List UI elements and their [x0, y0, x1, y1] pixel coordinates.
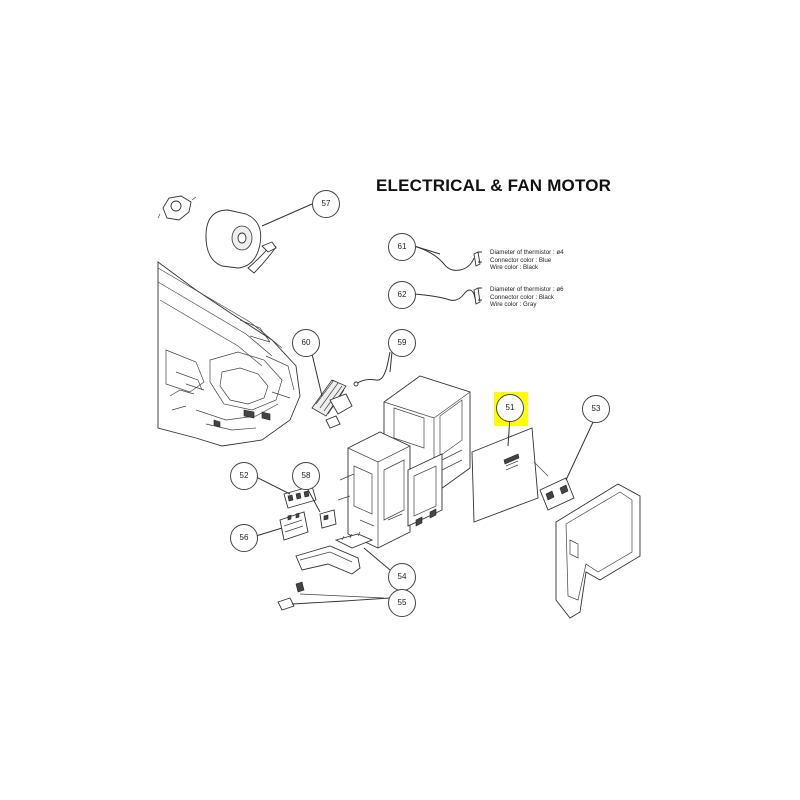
- callout-59[interactable]: 59: [388, 329, 416, 357]
- wire-part-59: [353, 351, 393, 387]
- note-62-diameter: Diameter of thermistor : ø6: [490, 286, 564, 293]
- diagram-title: ELECTRICAL & FAN MOTOR: [376, 176, 612, 195]
- note-62-connector: Connector color : Black: [490, 293, 554, 301]
- callout-55[interactable]: 55: [388, 589, 416, 617]
- louver-part-60: [311, 353, 353, 429]
- callout-57[interactable]: 57: [312, 190, 340, 218]
- fan-motor-part-57: [157, 195, 313, 274]
- thermistor-61-notes: Diameter of thermistor : ø4 Connector co…: [490, 249, 564, 272]
- note-61-wire: Wire color : Black: [490, 264, 539, 272]
- thermistor-62-notes: Diameter of thermistor : ø6 Connector co…: [490, 286, 564, 309]
- pcb-part-51: [471, 415, 539, 523]
- terminal-plate-part-56: [255, 511, 309, 541]
- thermistor-part-62: [413, 287, 482, 305]
- callout-56[interactable]: 56: [230, 524, 258, 552]
- indoor-unit-chassis: [157, 261, 301, 447]
- callout-60[interactable]: 60: [292, 329, 320, 357]
- callout-52[interactable]: 52: [230, 462, 258, 490]
- cover-part-53: [533, 419, 641, 619]
- callout-62[interactable]: 62: [388, 281, 416, 309]
- callout-53[interactable]: 53: [582, 395, 610, 423]
- note-61-diameter: Diameter of thermistor : ø4: [490, 249, 564, 256]
- callout-54[interactable]: 54: [388, 563, 416, 591]
- callout-58[interactable]: 58: [292, 462, 320, 490]
- note-62-wire: Wire color : Gray: [490, 301, 537, 309]
- bracket-part-54: [295, 531, 391, 575]
- thermistor-part-61: [413, 245, 482, 271]
- note-61-connector: Connector color : Blue: [490, 256, 552, 264]
- clip-part-55: [277, 581, 391, 611]
- control-box-housing: [337, 375, 471, 549]
- callout-51[interactable]: 51: [496, 394, 524, 422]
- terminal-block-part-52: [253, 475, 317, 509]
- callout-61[interactable]: 61: [388, 233, 416, 261]
- connector-part-58: [305, 485, 337, 529]
